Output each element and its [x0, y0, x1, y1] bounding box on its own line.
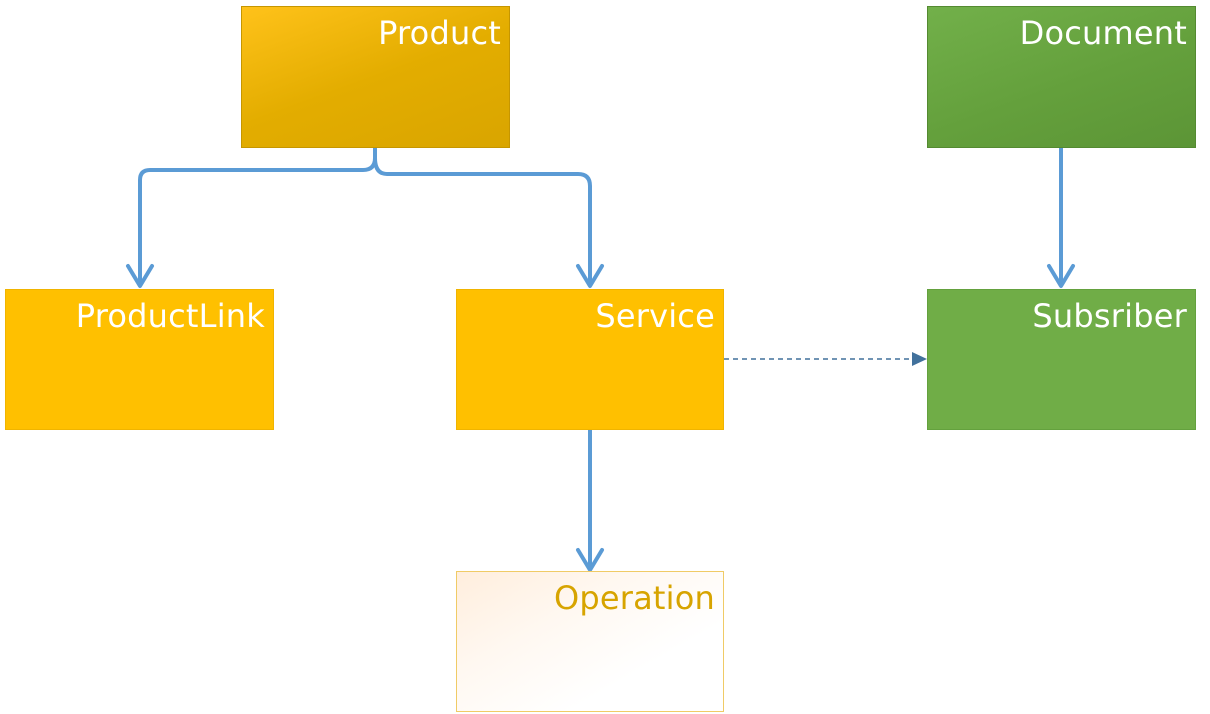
node-operation[interactable]: Operation: [456, 571, 724, 712]
arrowhead-service: [576, 264, 604, 288]
node-service-label: Service: [595, 297, 715, 335]
node-document[interactable]: Document: [927, 6, 1196, 148]
arrowhead-subscriber: [1047, 264, 1075, 288]
node-subscriber-label: Subsriber: [1032, 297, 1187, 335]
edge-product-service: [373, 146, 592, 286]
node-product[interactable]: Product: [241, 6, 510, 148]
edge-product-productlink: [138, 146, 377, 286]
arrowhead-subscriber-dashed: [912, 352, 927, 366]
node-operation-label: Operation: [553, 579, 715, 617]
node-subscriber[interactable]: Subsriber: [927, 289, 1196, 430]
node-productlink[interactable]: ProductLink: [5, 289, 274, 430]
arrowhead-productlink: [126, 264, 154, 288]
node-document-label: Document: [1019, 14, 1187, 52]
node-product-label: Product: [378, 14, 501, 52]
arrowhead-operation: [576, 548, 604, 572]
node-productlink-label: ProductLink: [75, 297, 265, 335]
node-service[interactable]: Service: [456, 289, 724, 430]
